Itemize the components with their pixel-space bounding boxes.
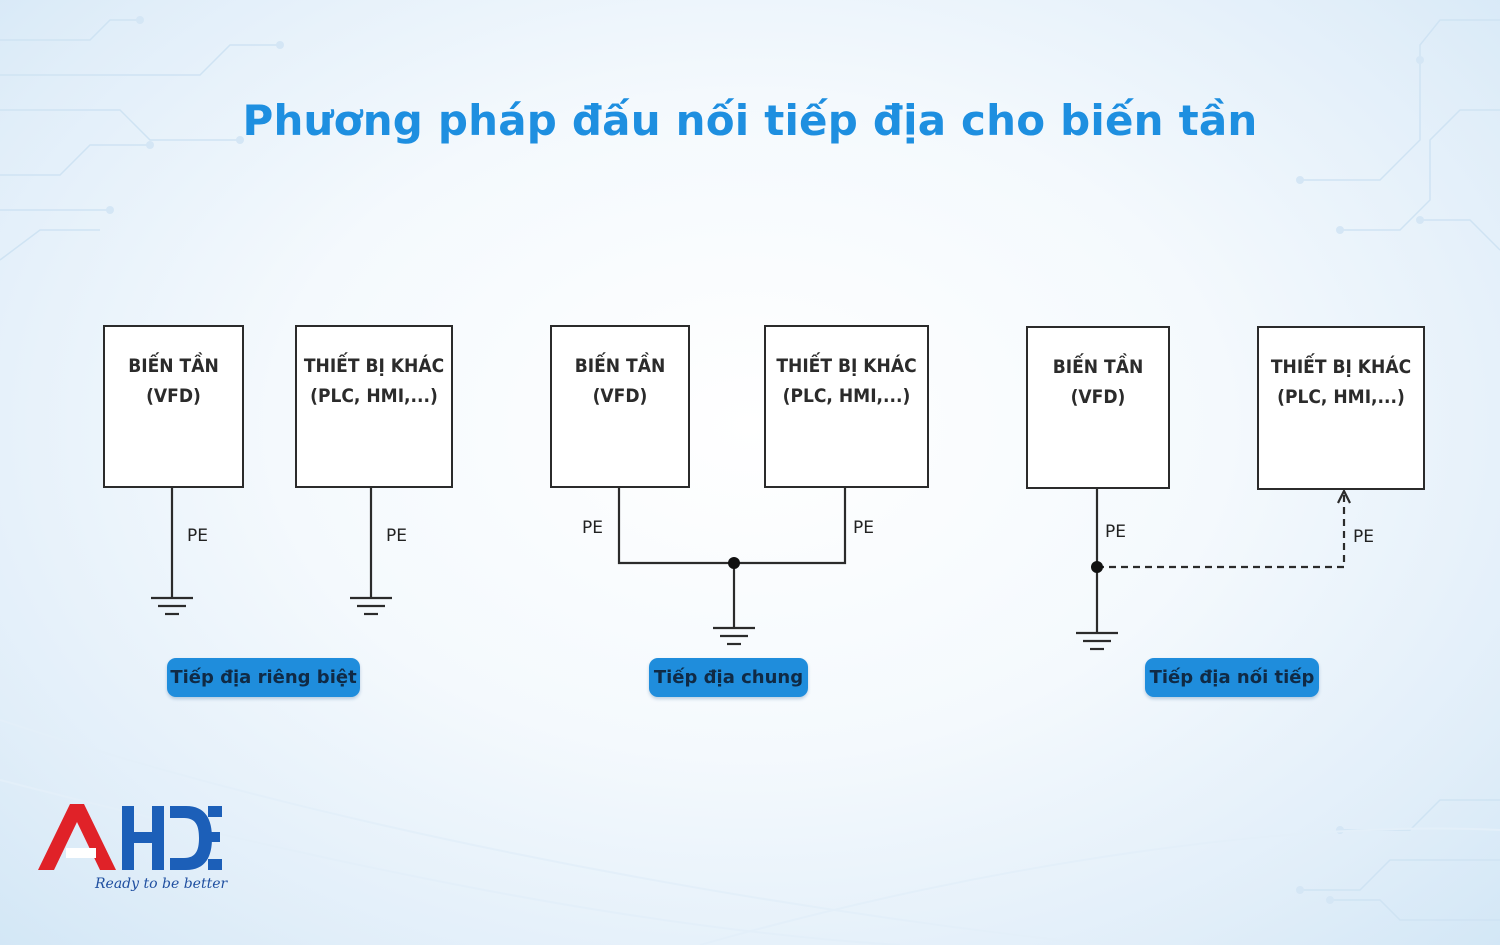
logo-tagline: Ready to be better [95, 876, 228, 892]
other-device-box: THIẾT BỊ KHÁC (PLC, HMI,...) [295, 325, 453, 488]
other-box-line2: (PLC, HMI,...) [1277, 386, 1405, 408]
page-title: Phương pháp đấu nối tiếp địa cho biến tầ… [242, 96, 1258, 145]
arrow-head-icon [1337, 488, 1351, 504]
ground-symbol [1076, 631, 1118, 651]
junction-dot [728, 557, 740, 569]
vfd-box-line2: (VFD) [1070, 386, 1126, 408]
junction-dot [1091, 561, 1103, 573]
pe-label: PE [386, 526, 407, 546]
pe-label: PE [1353, 527, 1374, 547]
label-series-grounding: Tiếp địa nối tiếp [1145, 658, 1319, 697]
pe-series-dashed [1097, 493, 1346, 569]
other-box-line1: THIẾT BỊ KHÁC [303, 355, 445, 377]
other-device-box: THIẾT BỊ KHÁC (PLC, HMI,...) [1257, 326, 1425, 490]
other-device-box: THIẾT BỊ KHÁC (PLC, HMI,...) [764, 325, 929, 488]
pe-label: PE [582, 518, 603, 538]
ground-symbol [350, 596, 392, 616]
vfd-box-line2: (VFD) [592, 385, 648, 407]
other-box-line1: THIẾT BỊ KHÁC [776, 355, 917, 377]
ground-symbol [151, 596, 193, 616]
vfd-box-line1: BIẾN TẦN [1052, 356, 1144, 378]
pe-label: PE [1105, 522, 1126, 542]
other-box-line2: (PLC, HMI,...) [310, 385, 438, 407]
pe-label: PE [187, 526, 208, 546]
other-box-line1: THIẾT BỊ KHÁC [1270, 356, 1412, 378]
vfd-box-line1: BIẾN TẦN [128, 355, 219, 377]
pe-label: PE [853, 518, 874, 538]
vfd-box-line1: BIẾN TẦN [574, 355, 666, 377]
vfd-box: BIẾN TẦN (VFD) [550, 325, 690, 488]
vfd-box: BIẾN TẦN (VFD) [1026, 326, 1170, 489]
ground-symbol [713, 626, 755, 646]
other-box-line2: (PLC, HMI,...) [782, 385, 911, 407]
label-separate-grounding: Tiếp địa riêng biệt [167, 658, 360, 697]
vfd-box-line2: (VFD) [146, 385, 201, 407]
pe-common-bus [617, 487, 847, 565]
ahde-logo [38, 804, 222, 870]
label-common-grounding: Tiếp địa chung [649, 658, 808, 697]
vfd-box: BIẾN TẦN (VFD) [103, 325, 244, 488]
